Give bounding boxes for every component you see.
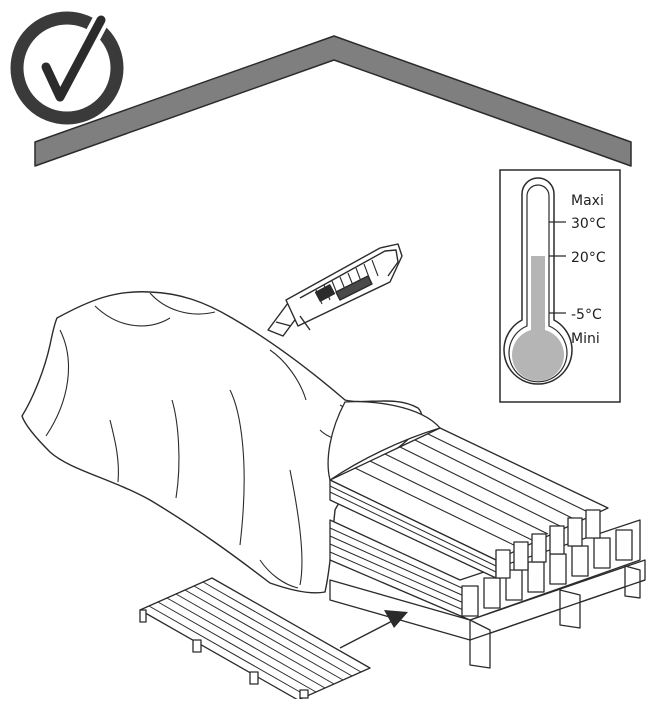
thermometer-mercury — [512, 256, 564, 382]
roof-icon — [34, 35, 632, 167]
label-maxi: Maxi — [571, 193, 604, 209]
thermometer-icon: Maxi 30°C 20°C -5°C Mini — [499, 169, 621, 403]
label-minus5c: -5°C — [571, 307, 602, 323]
label-30c: 30°C — [571, 216, 606, 232]
arrow-icon — [339, 610, 408, 649]
label-20c: 20°C — [571, 250, 606, 266]
utility-knife-icon — [267, 243, 403, 337]
check-mark-icon — [10, 11, 124, 125]
pallet-icon — [139, 577, 371, 701]
label-mini: Mini — [571, 331, 600, 347]
board-stack — [327, 400, 646, 669]
